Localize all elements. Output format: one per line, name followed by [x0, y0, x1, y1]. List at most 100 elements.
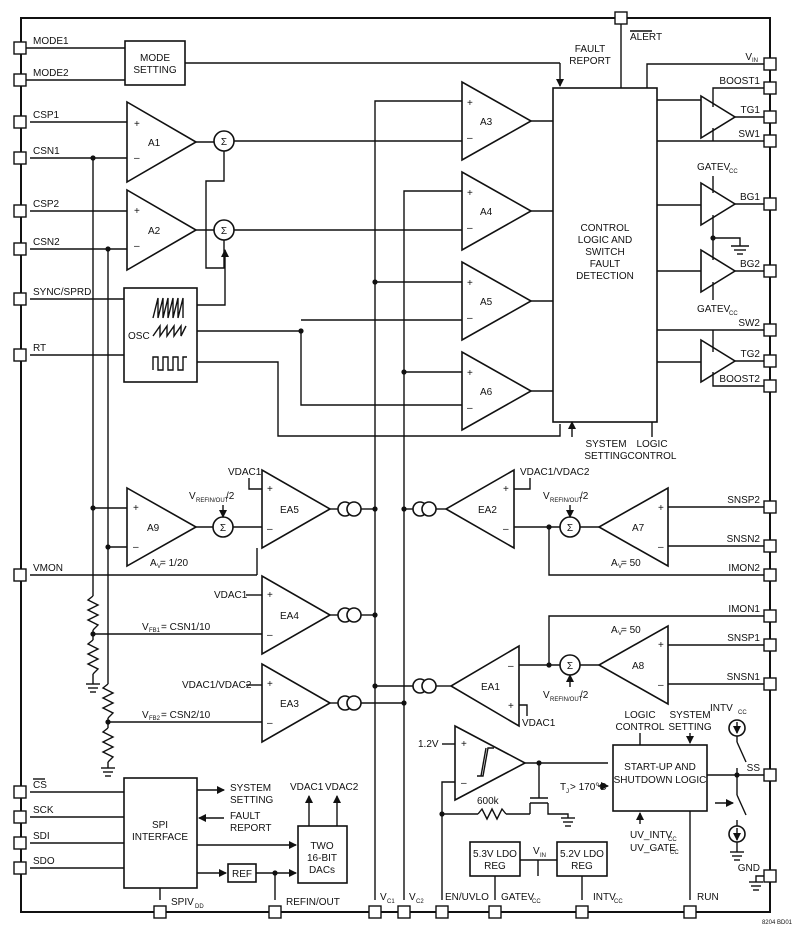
svg-text:SNSN1: SNSN1	[727, 672, 761, 683]
pin-tg1[interactable]	[763, 110, 777, 124]
svg-text:CC: CC	[729, 169, 738, 175]
svg-text:SPI: SPI	[152, 820, 168, 831]
svg-text:SDO: SDO	[33, 856, 55, 867]
pin-csp2[interactable]	[13, 204, 27, 218]
pin-vc2[interactable]	[397, 905, 411, 919]
svg-text:FAULT: FAULT	[230, 811, 260, 822]
svg-text:CC: CC	[614, 899, 623, 905]
pin-ss[interactable]	[763, 768, 777, 782]
svg-text:REF: REF	[232, 869, 252, 880]
pin-tg2[interactable]	[763, 354, 777, 368]
svg-text:SCK: SCK	[33, 805, 54, 816]
svg-text:REFIN/OUT: REFIN/OUT	[286, 897, 340, 908]
svg-text:GATEV: GATEV	[501, 892, 534, 903]
pin-sw2[interactable]	[763, 323, 777, 337]
pin-vc1[interactable]	[368, 905, 382, 919]
svg-text:/2: /2	[226, 491, 235, 502]
pin-gatevcc[interactable]	[488, 905, 502, 919]
pin-imon2[interactable]	[763, 568, 777, 582]
pin-sck[interactable]	[13, 810, 27, 824]
svg-text:REPORT: REPORT	[569, 56, 611, 67]
driver-tg2	[700, 338, 737, 384]
svg-text:V: V	[618, 631, 622, 637]
pin-csp1[interactable]	[13, 115, 27, 129]
svg-text:+: +	[267, 484, 273, 495]
pin-alert[interactable]	[614, 11, 628, 25]
spi-interface-block: SPI INTERFACE	[123, 777, 198, 889]
dacs-block: TWO 16-BIT DACs	[297, 825, 348, 884]
svg-text:+: +	[658, 640, 664, 651]
pin-sdo[interactable]	[13, 861, 27, 875]
svg-text:REG: REG	[571, 861, 593, 872]
pin-snsp1[interactable]	[763, 638, 777, 652]
pin-intvcc[interactable]	[575, 905, 589, 919]
svg-text:EA4: EA4	[280, 611, 299, 622]
pin-imon1[interactable]	[763, 609, 777, 623]
pin-spivdd[interactable]	[153, 905, 167, 919]
pin-boost1[interactable]	[763, 81, 777, 95]
svg-text:Σ: Σ	[220, 523, 226, 534]
pin-sync-sprd[interactable]	[13, 292, 27, 306]
oscillator-block: OSC	[123, 287, 198, 383]
pin-sw1[interactable]	[763, 134, 777, 148]
svg-text:REFIN/OUT: REFIN/OUT	[196, 498, 229, 504]
svg-text:SW1: SW1	[738, 129, 760, 140]
pin-refin-out[interactable]	[268, 905, 282, 919]
svg-text:INTV: INTV	[593, 892, 616, 903]
sum-2: Σ	[213, 219, 235, 241]
svg-text:SNSP2: SNSP2	[727, 495, 760, 506]
svg-text:SNSP1: SNSP1	[727, 633, 760, 644]
svg-text:T: T	[560, 782, 566, 793]
svg-text:A6: A6	[480, 387, 493, 398]
pin-en-uvlo[interactable]	[435, 905, 449, 919]
svg-text:TG1: TG1	[741, 105, 761, 116]
svg-text:A5: A5	[480, 297, 493, 308]
pin-csn2[interactable]	[13, 242, 27, 256]
svg-text:V: V	[142, 622, 149, 633]
pin-mode2[interactable]	[13, 73, 27, 87]
pin-boost2[interactable]	[763, 379, 777, 393]
svg-text:RUN: RUN	[697, 892, 719, 903]
pin-vmon[interactable]	[13, 568, 27, 582]
pin-cs[interactable]	[13, 785, 27, 799]
svg-text:–: –	[133, 542, 139, 553]
mode-setting-block: MODE SETTING	[124, 40, 186, 86]
pin-csn1[interactable]	[13, 151, 27, 165]
pin-bg2[interactable]	[763, 264, 777, 278]
svg-text:CC: CC	[729, 311, 738, 317]
pin-snsp2[interactable]	[763, 500, 777, 514]
svg-text:BG1: BG1	[740, 192, 760, 203]
svg-text:GATEV: GATEV	[697, 162, 730, 173]
svg-text:+: +	[658, 503, 664, 514]
svg-text:MODE: MODE	[140, 53, 170, 64]
svg-text:INTV: INTV	[710, 703, 733, 714]
svg-text:–: –	[508, 661, 514, 672]
pin-gnd[interactable]	[763, 869, 777, 883]
svg-text:C2: C2	[416, 899, 424, 905]
pin-snsn1[interactable]	[763, 677, 777, 691]
pin-mode1[interactable]	[13, 41, 27, 55]
svg-text:= 1/20: = 1/20	[160, 558, 189, 569]
pin-bg1[interactable]	[763, 197, 777, 211]
svg-text:+: +	[267, 590, 273, 601]
svg-text:= 50: = 50	[621, 558, 641, 569]
pin-run[interactable]	[683, 905, 697, 919]
sum-1: Σ	[213, 130, 235, 152]
pin-rt[interactable]	[13, 348, 27, 362]
amp-a9: + – A9	[126, 486, 198, 568]
svg-text:FB2: FB2	[149, 716, 161, 722]
svg-text:–: –	[467, 313, 473, 324]
svg-text:CONTROL: CONTROL	[616, 722, 665, 733]
svg-text:–: –	[267, 718, 273, 729]
svg-text:CONTROL: CONTROL	[628, 451, 677, 462]
svg-text:A2: A2	[148, 226, 161, 237]
pin-vin[interactable]	[763, 57, 777, 71]
pin-snsn2[interactable]	[763, 539, 777, 553]
amp-ea2: + – EA2	[444, 468, 515, 550]
pin-sdi[interactable]	[13, 836, 27, 850]
amp-ea5: + – EA5	[261, 468, 332, 550]
svg-text:LOGIC: LOGIC	[636, 439, 667, 450]
svg-text:FAULT: FAULT	[590, 259, 620, 270]
amp-a7: + – A7	[597, 486, 669, 568]
amp-a8: + – A8	[597, 624, 669, 706]
